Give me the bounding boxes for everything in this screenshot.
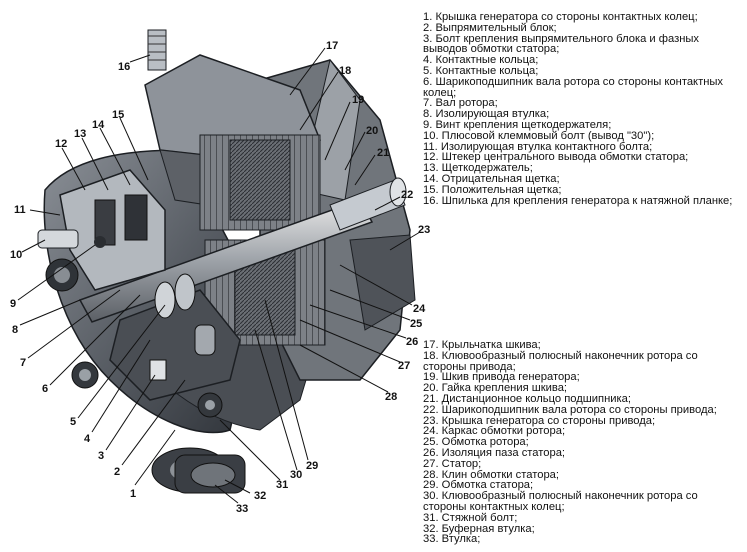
- legend-item-13: 13. Щеткодержатель;: [423, 162, 533, 175]
- legend-item-29: 29. Обмотка статора;: [423, 479, 534, 492]
- legend-item-8: 8. Изолирующая втулка;: [423, 108, 550, 121]
- legend-item-22: 22. Шарикоподшипник вала ротора со сторо…: [423, 403, 717, 416]
- legend-item-12: 12. Штекер центрального вывода обмотки с…: [423, 151, 689, 164]
- legend-item-16: 16. Шпилька для крепления генератора к н…: [423, 194, 733, 207]
- callout-12: 12: [55, 138, 67, 150]
- legend-item-17: 17. Крыльчатка шкива;: [423, 339, 541, 351]
- callout-27: 27: [398, 360, 410, 372]
- callout-19: 19: [352, 94, 364, 106]
- callout-26: 26: [406, 336, 418, 348]
- legend-item-28: 28. Клин обмотки статора;: [423, 468, 560, 481]
- legend-item-26: 26. Изоляция паза статора;: [423, 446, 566, 459]
- rotor-shaft: [78, 177, 407, 323]
- legend-item-32: 32. Буферная втулка;: [423, 522, 535, 535]
- legend-item-5: 5. Контактные кольца;: [423, 64, 539, 77]
- legend-item-30: 30. Клювообразный полюсный наконечник ро…: [423, 490, 698, 513]
- legend-item-14: 14. Отрицательная щетка;: [423, 172, 560, 185]
- legend-item-2: 2. Выпрямительный блок;: [423, 21, 557, 34]
- legend-item-18: 18. Клювообразный полюсный наконечник ро…: [423, 349, 698, 373]
- callout-18: 18: [339, 65, 351, 77]
- callout-9: 9: [10, 298, 16, 310]
- legend-item-19: 19. Шкив привода генератора;: [423, 371, 580, 384]
- callout-23: 23: [418, 224, 430, 236]
- callout-5: 5: [70, 416, 76, 428]
- callout-13: 13: [74, 128, 86, 140]
- legend-item-3: 3. Болт крепления выпрямительного блока …: [423, 32, 700, 56]
- callout-4: 4: [84, 433, 91, 445]
- legend-top: 1. Крышка генератора со стороны контактн…: [423, 11, 735, 207]
- callout-3: 3: [98, 450, 104, 462]
- callout-15: 15: [112, 109, 124, 121]
- legend-item-7: 7. Вал ротора;: [423, 97, 498, 110]
- callout-30: 30: [290, 469, 302, 481]
- legend-item-25: 25. Обмотка ротора;: [423, 436, 529, 449]
- callout-14: 14: [92, 119, 105, 131]
- callout-8: 8: [12, 324, 18, 336]
- callout-20: 20: [366, 125, 378, 137]
- callout-10: 10: [10, 249, 22, 261]
- callout-32: 32: [254, 490, 266, 502]
- legend-item-27: 27. Статор;: [423, 457, 482, 470]
- callout-28: 28: [385, 391, 397, 403]
- legend-item-4: 4. Контактные кольца;: [423, 54, 539, 67]
- legend-item-21: 21. Дистанционное кольцо подшипника;: [423, 392, 631, 405]
- callout-29: 29: [306, 460, 318, 472]
- brush-holder: [37, 169, 166, 291]
- callout-6: 6: [42, 383, 48, 395]
- leader-lines: [17, 47, 421, 504]
- rectifier-block: [109, 273, 241, 401]
- callout-1: 1: [130, 488, 136, 500]
- callout-24: 24: [413, 303, 426, 315]
- callout-22: 22: [401, 189, 413, 201]
- callout-11: 11: [14, 204, 26, 216]
- legend-item-6: 6. Шарикоподшипник вала ротора со сторон…: [423, 75, 724, 99]
- legend-item-11: 11. Изолирующая втулка контактного болта…: [423, 140, 653, 153]
- callout-25: 25: [410, 318, 422, 330]
- callout-17: 17: [326, 40, 338, 52]
- callout-numbers: 1 2 3 4 5 6 7 8 9 10 11 12 13 14 15 16 1…: [10, 40, 430, 515]
- legend-item-23: 23. Крышка генератора со стороны привода…: [423, 414, 656, 427]
- legend-item-31: 31. Стяжной болт;: [423, 511, 518, 524]
- callout-21: 21: [377, 147, 389, 159]
- legend-item-24: 24. Каркас обмотки ротора;: [423, 425, 566, 438]
- legend-item-33: 33. Втулка;: [423, 533, 481, 546]
- callout-2: 2: [114, 466, 120, 478]
- callout-7: 7: [20, 357, 26, 369]
- legend-item-9: 9. Винт крепления щеткодержателя;: [423, 118, 612, 131]
- legend-item-10: 10. Плюсовой клеммовый болт (вывод "30")…: [423, 129, 655, 142]
- callout-31: 31: [276, 479, 288, 491]
- callout-16: 16: [118, 61, 130, 73]
- legend-item-1: 1. Крышка генератора со стороны контактн…: [423, 11, 698, 23]
- legend-item-20: 20. Гайка крепления шкива;: [423, 382, 568, 395]
- callout-33: 33: [236, 503, 248, 515]
- legend-item-15: 15. Положительная щетка;: [423, 183, 562, 196]
- legend-bottom: 17. Крыльчатка шкива; 18. Клювообразный …: [423, 340, 741, 545]
